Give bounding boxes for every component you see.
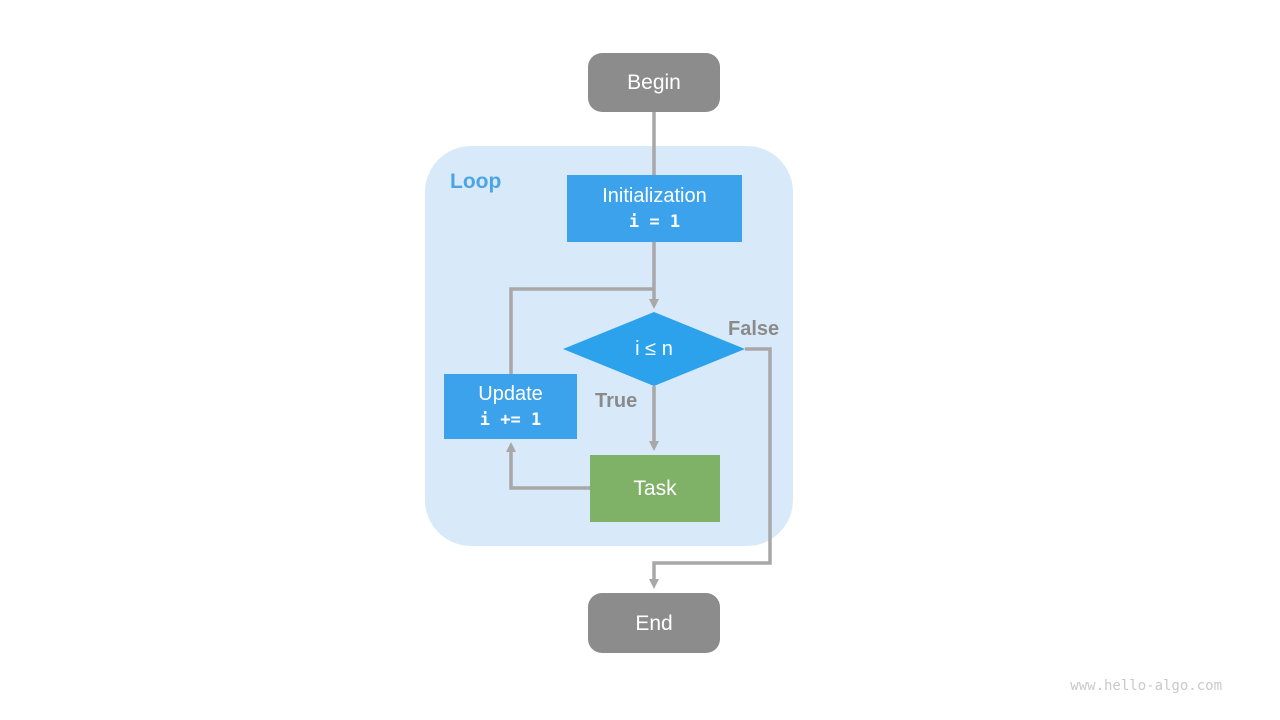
node-update-code: i += 1 [479,409,542,430]
node-task: Task [590,455,720,522]
node-update: Update i += 1 [444,374,577,439]
node-begin: Begin [588,53,720,112]
node-begin-label: Begin [627,71,681,94]
node-initialization: Initialization i = 1 [567,175,742,242]
node-initialization-code: i = 1 [628,211,681,232]
node-end: End [588,593,720,653]
loop-scope-label: Loop [450,170,502,193]
node-initialization-label: Initialization [602,184,707,207]
node-end-label: End [635,611,673,635]
node-condition-label: i ≤ n [635,337,673,360]
node-task-label: Task [633,477,677,500]
branch-label-true: True [595,390,638,412]
node-update-label: Update [478,382,543,405]
watermark-text: www.hello-algo.com [1070,678,1222,694]
branch-label-false: False [728,318,780,340]
